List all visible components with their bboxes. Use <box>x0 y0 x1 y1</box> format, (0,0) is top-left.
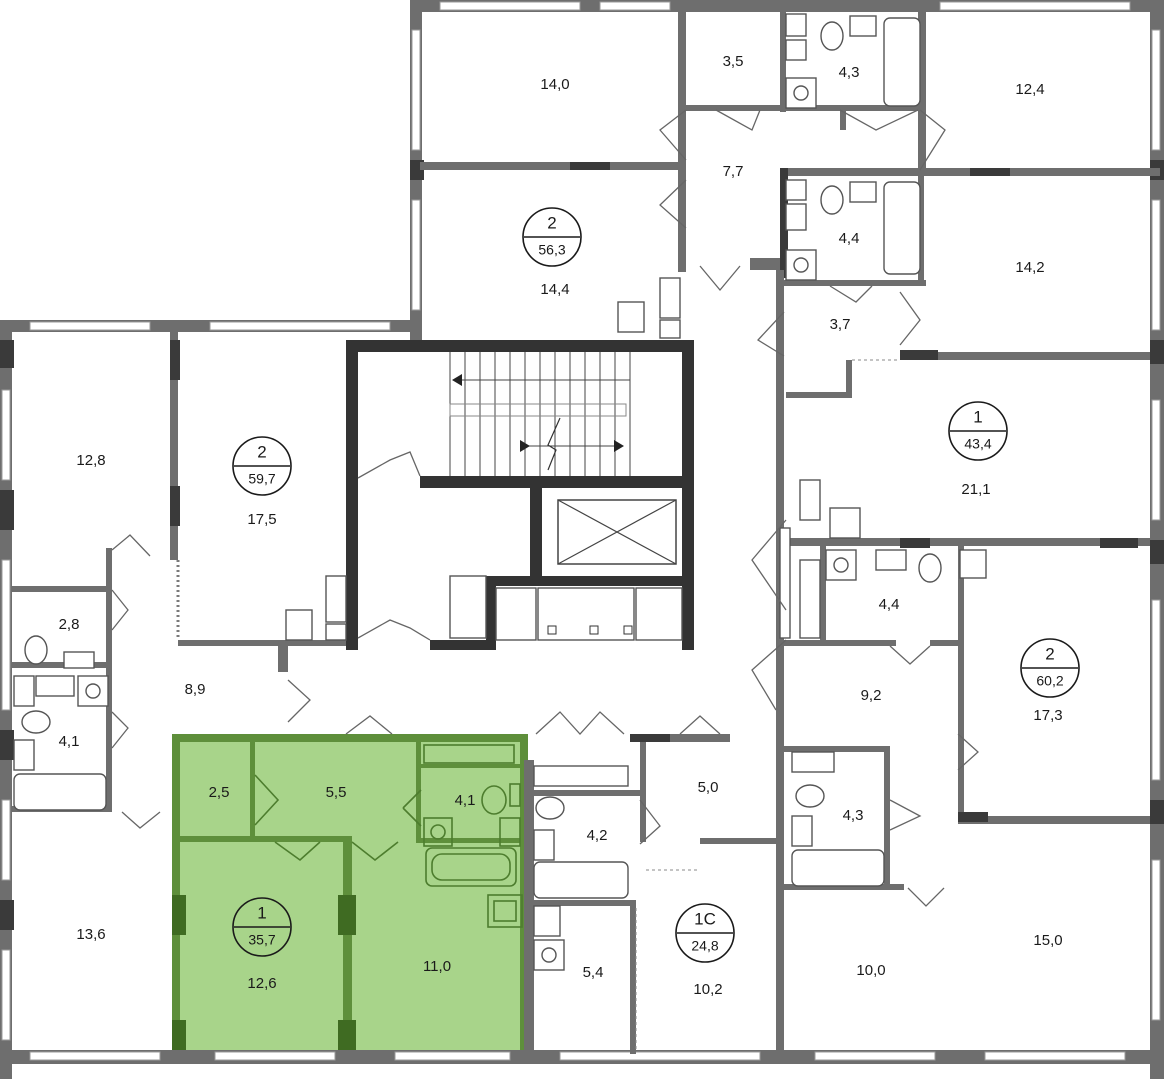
apartment-badges: 2 56,3 2 59,7 1 43,4 2 60,2 1 35,7 <box>232 207 1080 963</box>
room-area-label: 2,5 <box>209 784 230 801</box>
room-area-label: 4,3 <box>839 64 860 81</box>
room-area-label: 12,8 <box>76 452 105 469</box>
room-area-label: 8,9 <box>185 681 206 698</box>
room-area-label: 14,2 <box>1015 259 1044 276</box>
apartment-room-count: 1 <box>257 903 266 922</box>
apartment-badge[interactable]: 2 56,3 <box>522 207 582 267</box>
room-area-label: 9,2 <box>861 687 882 704</box>
room-area-label: 14,0 <box>540 76 569 93</box>
room-area-label: 4,1 <box>455 792 476 809</box>
apartment-badge[interactable]: 2 60,2 <box>1020 638 1080 698</box>
room-area-label: 17,5 <box>247 511 276 528</box>
room-area-label: 4,3 <box>843 807 864 824</box>
room-area-label: 4,1 <box>59 733 80 750</box>
apartment-area: 24,8 <box>691 938 718 954</box>
apartment-area: 35,7 <box>248 932 275 948</box>
apartment-area: 60,2 <box>1036 673 1063 689</box>
elevator-shaft-icon <box>557 499 677 565</box>
apartment-badge[interactable]: 1 43,4 <box>948 401 1008 461</box>
apartment-area: 43,4 <box>964 436 991 452</box>
room-area-label: 5,4 <box>583 964 604 981</box>
apartment-badge[interactable]: 1С 24,8 <box>675 903 735 963</box>
stair-arrow-icon <box>449 352 631 476</box>
room-area-label: 5,5 <box>326 784 347 801</box>
room-area-label: 12,6 <box>247 975 276 992</box>
apartment-badge-highlighted[interactable]: 1 35,7 <box>232 897 292 957</box>
bathtub-icon <box>13 17 921 899</box>
fixtures <box>13 13 987 971</box>
room-area-label: 10,2 <box>693 981 722 998</box>
shower-icon <box>13 13 835 787</box>
highlighted-apartment[interactable] <box>172 734 528 1056</box>
room-area-label: 10,0 <box>856 962 885 979</box>
doors <box>111 109 979 907</box>
apartment-room-count: 2 <box>547 213 556 232</box>
stair-core <box>346 340 694 650</box>
room-area-label: 7,7 <box>723 163 744 180</box>
room-area-label: 11,0 <box>423 958 451 975</box>
windows <box>1 1 1161 1061</box>
room-area-label: 4,4 <box>839 230 860 247</box>
apartment-badge[interactable]: 2 59,7 <box>232 436 292 496</box>
room-area-label: 12,4 <box>1015 81 1044 98</box>
room-area-label: 4,2 <box>587 827 608 844</box>
toilet-icon <box>423 744 521 815</box>
room-area-label: 15,0 <box>1033 932 1062 949</box>
room-area-label: 3,7 <box>830 316 851 333</box>
bathtub-icon <box>425 847 517 887</box>
sink-icon <box>423 817 523 928</box>
sink-icon <box>63 15 987 971</box>
room-area-label: 3,5 <box>723 53 744 70</box>
toilet-icon <box>21 21 942 820</box>
room-area-label: 4,4 <box>879 596 900 613</box>
shaft-doors <box>449 575 683 641</box>
dashed-partitions <box>635 359 900 1050</box>
room-area-label: 5,0 <box>698 779 719 796</box>
room-labels: 14,0 3,5 4,3 12,4 7,7 14,4 4,4 14,2 3,7 … <box>59 53 1063 998</box>
apartment-area: 56,3 <box>538 242 565 258</box>
apartment-room-count: 1 <box>973 407 982 426</box>
apartment-room-count: 2 <box>1045 644 1054 663</box>
apartment-room-count: 1С <box>694 909 716 928</box>
room-area-label: 13,6 <box>76 926 105 943</box>
room-area-label: 2,8 <box>59 616 80 633</box>
room-area-label: 17,3 <box>1033 707 1062 724</box>
room-area-label: 14,4 <box>540 281 569 298</box>
apartment-area: 59,7 <box>248 471 275 487</box>
room-area-label: 21,1 <box>961 481 990 498</box>
apartment-room-count: 2 <box>257 442 266 461</box>
